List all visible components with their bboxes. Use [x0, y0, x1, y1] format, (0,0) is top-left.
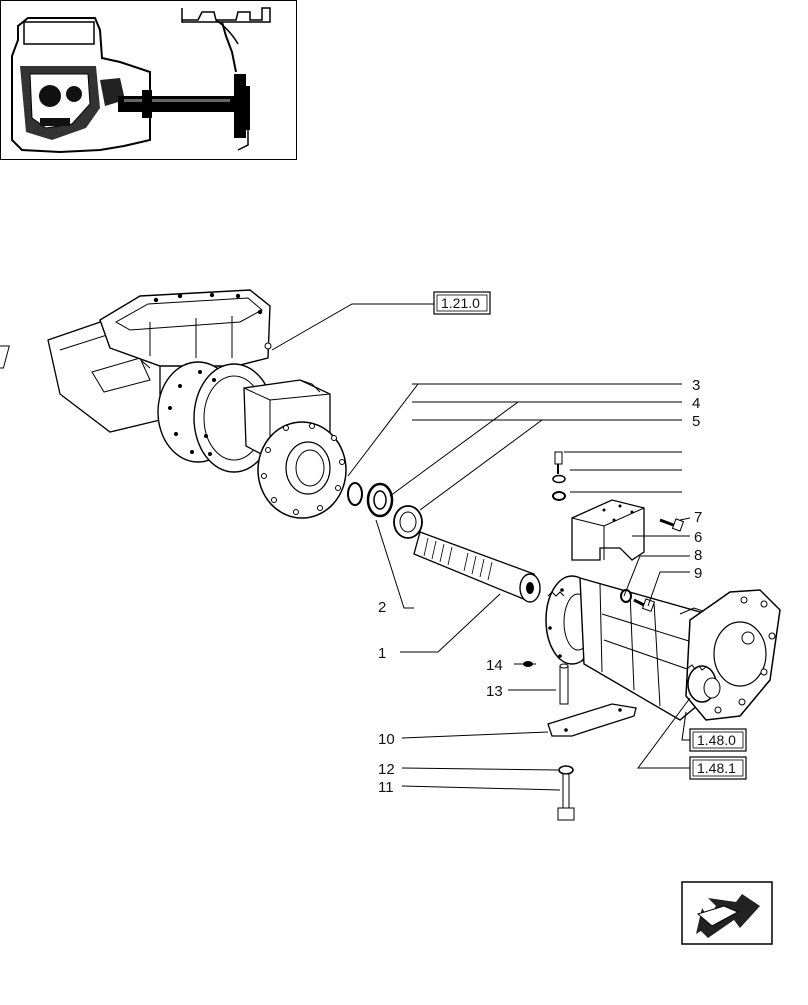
- leader-lines: [271, 303, 691, 791]
- ref-label-1-21-0: 1.21.0: [441, 295, 480, 311]
- callout-3: 3: [692, 377, 700, 394]
- callout-1: 1: [378, 645, 386, 662]
- callout-4: 4: [692, 395, 700, 412]
- callout-11: 11: [378, 779, 394, 796]
- callout-8: 8: [694, 547, 702, 564]
- ref-label-1-48-1: 1.48.1: [697, 760, 736, 776]
- shaft-assembly: [347, 482, 541, 603]
- callout-9: 9: [694, 565, 702, 582]
- callout-14: 14: [486, 657, 503, 674]
- ref-label-1-48-0: 1.48.0: [697, 732, 736, 748]
- ref-box-1-21-0[interactable]: 1.21.0: [433, 291, 491, 315]
- callout-5: 5: [692, 413, 700, 430]
- callout-2: 2: [378, 599, 386, 616]
- ref-box-1-48-0[interactable]: 1.48.0: [689, 728, 747, 752]
- final-drive-housing: [545, 575, 781, 721]
- callout-12: 12: [378, 761, 395, 778]
- callout-10: 10: [378, 731, 395, 748]
- callout-7: 7: [694, 509, 702, 526]
- callout-labels: 1 2 3 4 5 6 7 8 9 10 11 12 13 14: [378, 377, 702, 796]
- callout-13: 13: [486, 683, 503, 700]
- back-arrow-button[interactable]: [681, 881, 773, 945]
- locator-thumbnail: [0, 0, 297, 160]
- callout-6: 6: [694, 529, 702, 546]
- reference-boxes: 1.21.0 1.48.0 1.48.1: [433, 291, 747, 780]
- back-arrow-icon: [696, 894, 760, 938]
- ref-box-1-48-1[interactable]: 1.48.1: [689, 756, 747, 780]
- gearbox-housing: [0, 289, 347, 519]
- small-parts: [523, 451, 685, 821]
